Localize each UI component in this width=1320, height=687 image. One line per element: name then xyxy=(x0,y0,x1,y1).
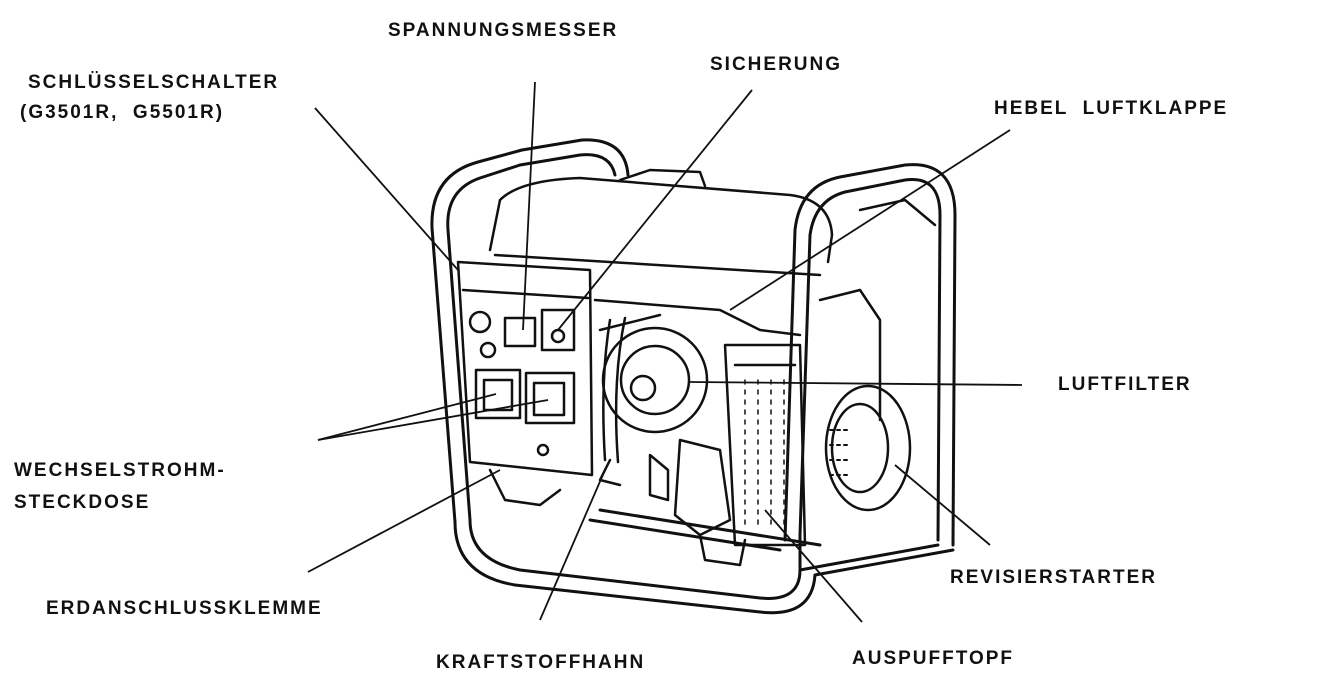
key-switch-icon xyxy=(468,310,492,334)
label-choke-lever: HEBEL LUFTKLAPPE xyxy=(994,98,1229,119)
ground-terminal-icon xyxy=(536,443,550,457)
label-air-filter: LUFTFILTER xyxy=(1058,374,1192,395)
recoil-starter-icon xyxy=(824,384,912,512)
air-filter-icon xyxy=(601,326,709,434)
generator-frame xyxy=(430,138,957,615)
fuse-icon xyxy=(540,308,576,352)
recoil-starter xyxy=(818,288,912,512)
label-ac-socket-line1: WECHSELSTROHM- xyxy=(14,460,226,481)
fuel-cock-icon xyxy=(648,453,670,502)
ac-socket-icon xyxy=(524,371,576,425)
muffler-icon xyxy=(723,343,807,547)
label-muffler: AUSPUFFTOPF xyxy=(852,648,1015,669)
label-key-switch-line1: SCHLÜSSELSCHALTER xyxy=(28,72,280,93)
leader-lines xyxy=(307,81,1023,623)
label-voltmeter: SPANNUNGSMESSER xyxy=(388,20,619,41)
ac-socket-icon xyxy=(474,368,522,420)
label-key-switch-line2: (G3501R, G5501R) xyxy=(20,102,225,123)
label-ground-terminal: ERDANSCHLUSSKLEMME xyxy=(46,598,323,619)
label-fuel-cock: KRAFTSTOFFHAHN xyxy=(436,652,646,673)
label-ac-socket-line2: STECKDOSE xyxy=(14,492,151,513)
voltmeter-icon xyxy=(503,316,537,348)
fuel-tank xyxy=(488,168,937,277)
muffler xyxy=(723,343,807,547)
label-recoil-starter: REVISIERSTARTER xyxy=(950,567,1158,588)
label-fuse: SICHERUNG xyxy=(710,54,843,75)
